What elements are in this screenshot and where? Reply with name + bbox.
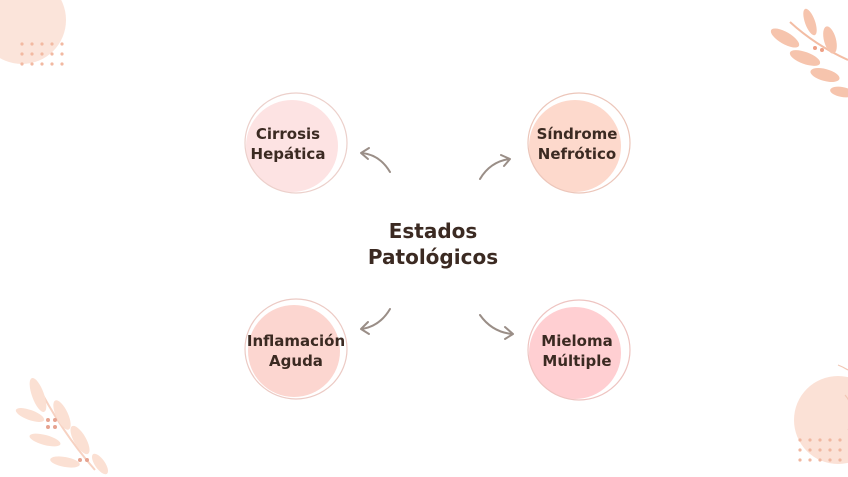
node-label: Inflamación Aguda (240, 295, 352, 407)
arrow-to-sindrome-icon (476, 152, 516, 184)
arrow-to-inflamacion-icon (355, 305, 395, 337)
center-title: Estados Patológicos (333, 218, 533, 270)
node-sindrome-nefrotico: Síndrome Nefrótico (521, 88, 633, 200)
arrow-to-cirrosis-icon (355, 145, 395, 177)
bottom-left-leaves (14, 376, 111, 477)
top-right-leaves (768, 7, 848, 99)
node-cirrosis-hepatica: Cirrosis Hepática (240, 88, 352, 200)
arrow-to-mieloma-icon (476, 310, 518, 342)
node-label: Síndrome Nefrótico (521, 88, 633, 200)
bottom-right-blob (794, 365, 848, 464)
top-left-blob (0, 0, 66, 66)
node-inflamacion-aguda: Inflamación Aguda (240, 295, 352, 407)
node-label: Mieloma Múltiple (521, 295, 633, 407)
node-label: Cirrosis Hepática (232, 88, 344, 200)
node-mieloma-multiple: Mieloma Múltiple (521, 295, 633, 407)
